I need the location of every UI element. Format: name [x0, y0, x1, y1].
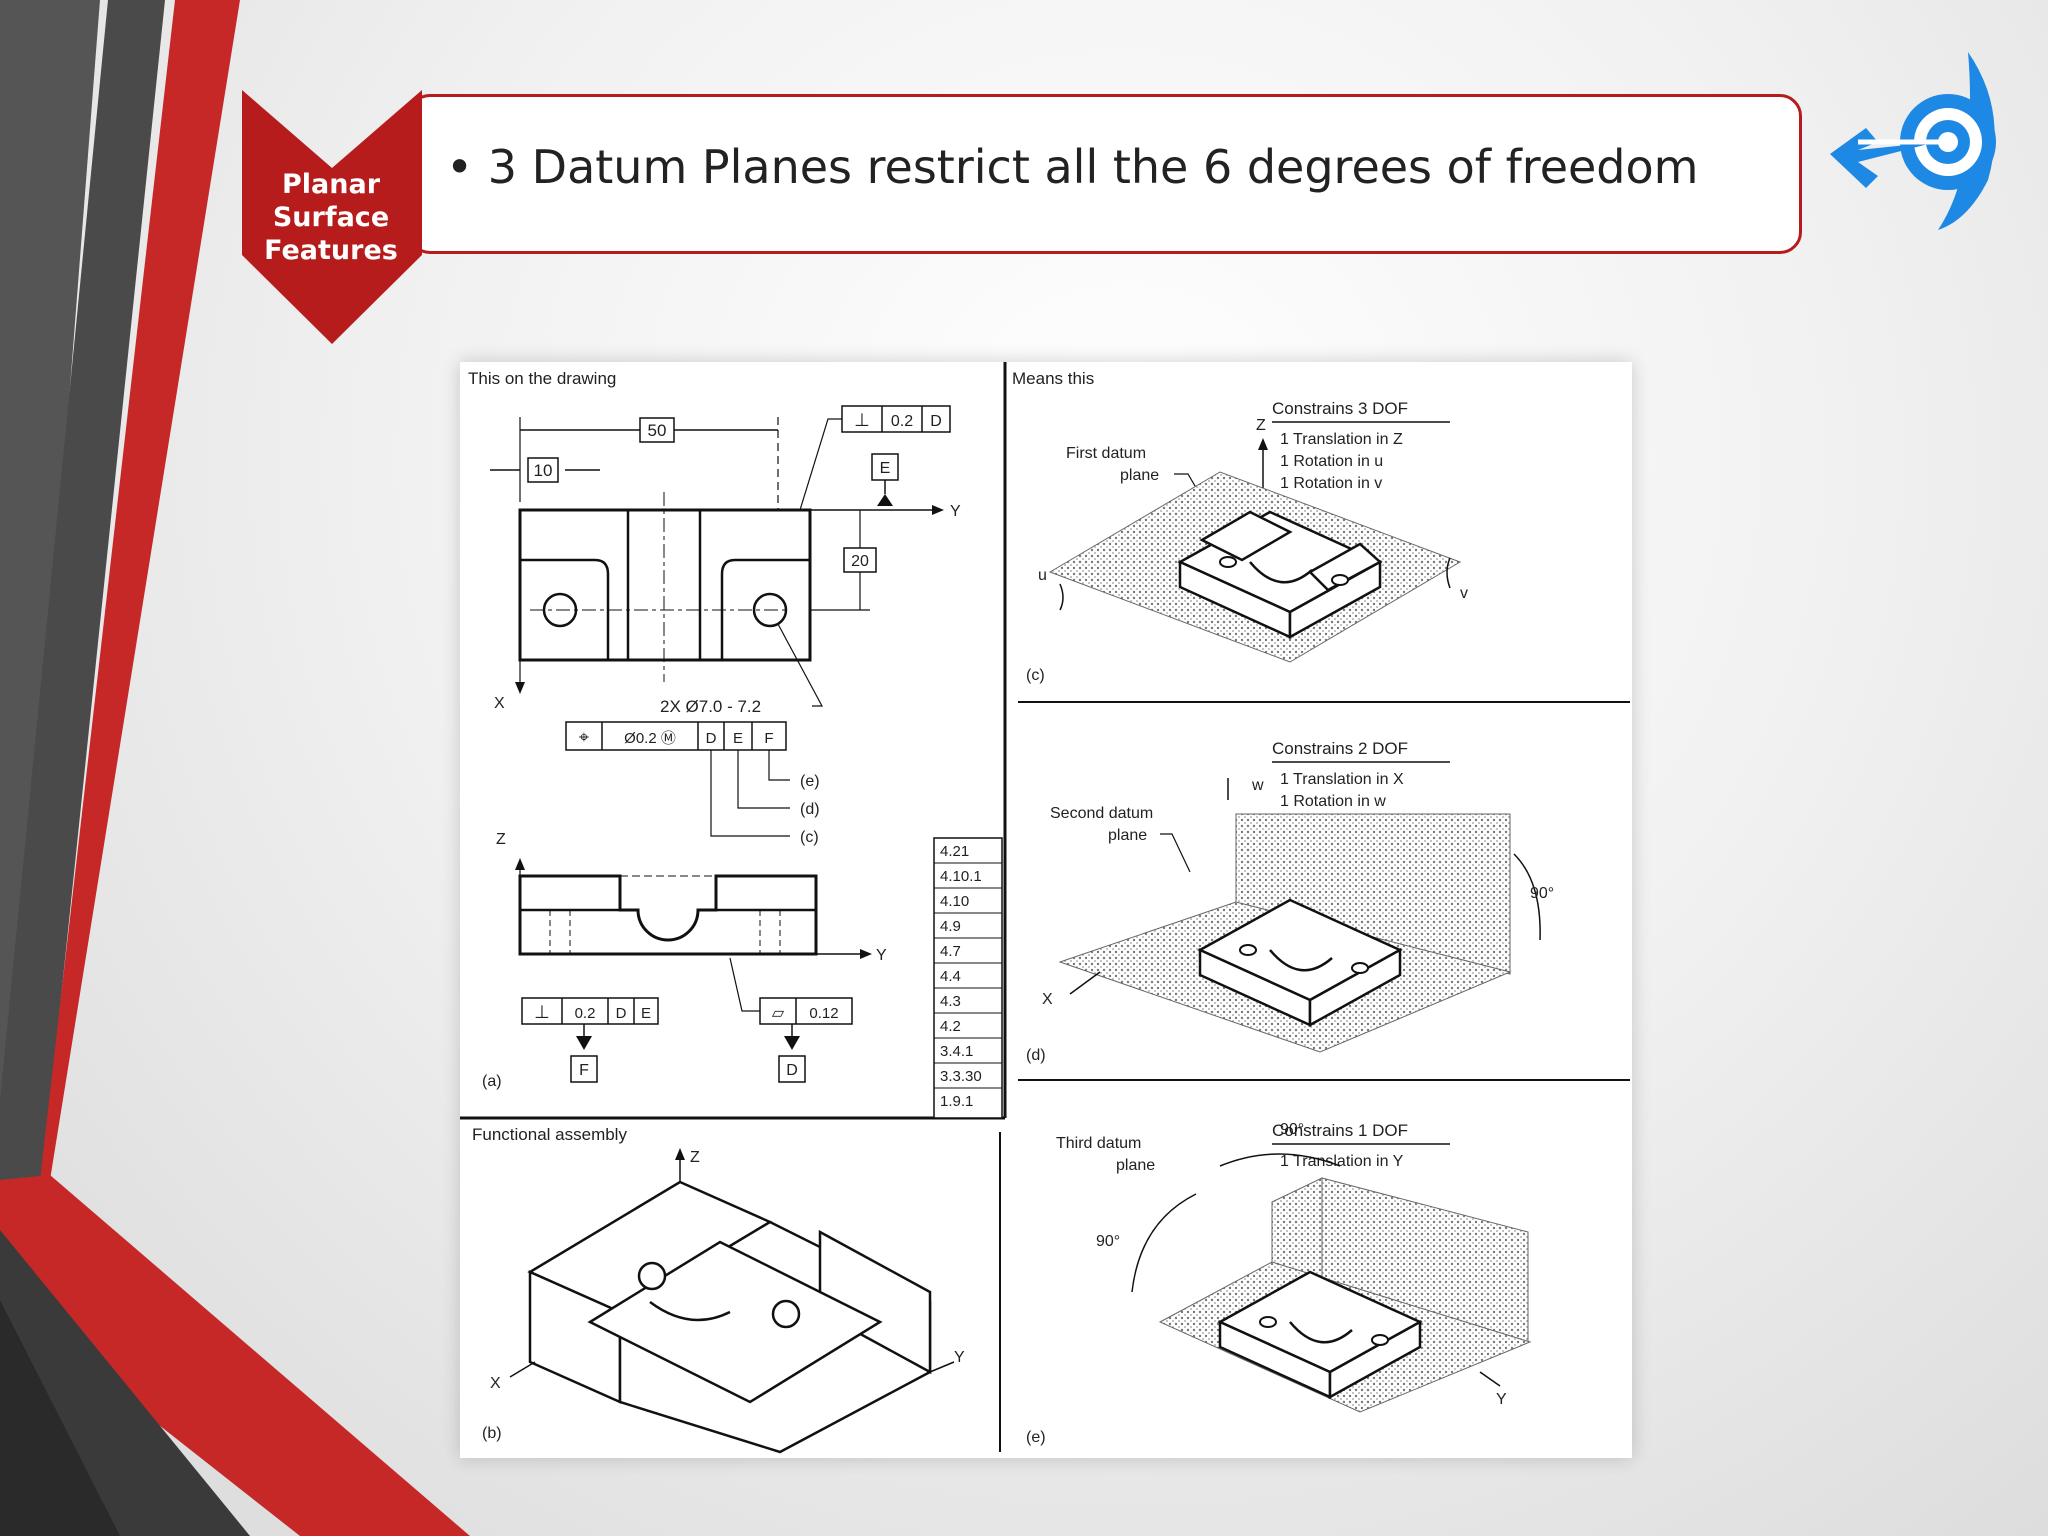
svg-text:4.21: 4.21 — [940, 843, 969, 860]
svg-text:0.12: 0.12 — [809, 1005, 838, 1022]
svg-text:Constrains 1 DOF: Constrains 1 DOF — [1272, 1121, 1408, 1140]
svg-text:3.4.1: 3.4.1 — [940, 1043, 973, 1060]
svg-text:E: E — [641, 1005, 651, 1022]
panel-a-header: This on the drawing — [468, 369, 616, 388]
panel-c-label: (c) — [1026, 667, 1045, 684]
svg-text:Y: Y — [876, 947, 887, 964]
section-reference-table: 4.21 4.10.1 4.10 4.9 4.7 4.4 4.3 4.2 3.4… — [933, 837, 1003, 1119]
svg-text:4.10: 4.10 — [940, 893, 969, 910]
panel-b-label: (b) — [482, 1425, 502, 1442]
svg-text:⌖: ⌖ — [579, 727, 589, 747]
bullet-text: • 3 Datum Planes restrict all the 6 degr… — [446, 140, 1699, 194]
svg-text:1 Translation in Z: 1 Translation in Z — [1280, 431, 1403, 448]
panel-c-header: Means this — [1012, 369, 1094, 388]
panel-a: This on the drawing 50 10 ⊥ 0.2 D E Y 20 — [468, 369, 1003, 1119]
svg-text:4.10.1: 4.10.1 — [940, 868, 982, 885]
svg-text:1.9.1: 1.9.1 — [940, 1093, 973, 1110]
svg-text:⏥: ⏥ — [772, 1005, 785, 1022]
svg-text:Ø0.2 Ⓜ: Ø0.2 Ⓜ — [624, 730, 676, 747]
svg-text:(d): (d) — [800, 801, 820, 818]
section-tag — [242, 90, 422, 344]
svg-text:90°: 90° — [1096, 1233, 1120, 1250]
svg-text:D: D — [616, 1005, 627, 1022]
svg-text:v: v — [1460, 585, 1468, 602]
svg-text:F: F — [764, 730, 773, 747]
svg-text:plane: plane — [1120, 467, 1159, 484]
svg-text:X: X — [1042, 991, 1053, 1008]
svg-text:(e): (e) — [800, 773, 820, 790]
svg-text:(c): (c) — [800, 829, 819, 846]
svg-text:0.2: 0.2 — [891, 413, 913, 430]
svg-text:Y: Y — [950, 503, 961, 520]
svg-text:X: X — [494, 695, 505, 712]
datum-diagram: This on the drawing 50 10 ⊥ 0.2 D E Y 20 — [460, 362, 1630, 1454]
dim-10: 10 — [534, 461, 553, 480]
svg-text:4.3: 4.3 — [940, 993, 961, 1010]
svg-text:Y: Y — [954, 1349, 965, 1366]
svg-text:⊥: ⊥ — [854, 410, 870, 430]
svg-text:90°: 90° — [1530, 885, 1554, 902]
svg-text:Third datum: Third datum — [1056, 1135, 1141, 1152]
svg-text:D: D — [786, 1062, 798, 1079]
section-tag-label: Planar Surface Features — [264, 169, 398, 266]
panel-d: Constrains 2 DOF 1 Translation in X 1 Ro… — [1026, 739, 1554, 1064]
svg-text:E: E — [733, 730, 743, 747]
dim-50: 50 — [648, 421, 667, 440]
panel-d-label: (d) — [1026, 1047, 1046, 1064]
panel-c: Means this Constrains 3 DOF 1 Translatio… — [1012, 369, 1468, 684]
svg-text:4.9: 4.9 — [940, 918, 961, 935]
svg-text:1 Rotation in v: 1 Rotation in v — [1280, 475, 1382, 492]
svg-text:Constrains 2 DOF: Constrains 2 DOF — [1272, 739, 1408, 758]
datum-figure: This on the drawing 50 10 ⊥ 0.2 D E Y 20 — [460, 362, 1632, 1458]
svg-text:Z: Z — [1256, 417, 1266, 434]
svg-text:Z: Z — [496, 831, 506, 848]
svg-text:D: D — [706, 730, 717, 747]
svg-text:X: X — [490, 1375, 501, 1392]
svg-text:Constrains 3 DOF: Constrains 3 DOF — [1272, 399, 1408, 418]
panel-e: Constrains 1 DOF 1 Translation in Y Thir… — [1026, 1121, 1532, 1446]
svg-text:w: w — [1251, 777, 1264, 794]
dim-20: 20 — [851, 553, 869, 570]
panel-b-header: Functional assembly — [472, 1125, 627, 1144]
svg-text:First datum: First datum — [1066, 445, 1146, 462]
svg-text:plane: plane — [1116, 1157, 1155, 1174]
svg-text:4.7: 4.7 — [940, 943, 961, 960]
svg-text:90°: 90° — [1280, 1121, 1304, 1138]
svg-text:Second datum: Second datum — [1050, 805, 1153, 822]
svg-text:E: E — [880, 460, 891, 477]
target-arrow-icon — [1830, 52, 1996, 230]
panel-e-label: (e) — [1026, 1429, 1046, 1446]
svg-text:u: u — [1038, 567, 1047, 584]
svg-text:D: D — [930, 413, 942, 430]
panel-a-label: (a) — [482, 1073, 502, 1090]
svg-text:1 Rotation in u: 1 Rotation in u — [1280, 453, 1383, 470]
svg-text:3.3.30: 3.3.30 — [940, 1068, 982, 1085]
svg-text:⊥: ⊥ — [534, 1002, 550, 1022]
panel-b: Functional assembly Z X Y (b) — [472, 1125, 965, 1454]
svg-text:Z: Z — [690, 1149, 700, 1166]
svg-text:plane: plane — [1108, 827, 1147, 844]
svg-text:1 Rotation in w: 1 Rotation in w — [1280, 793, 1386, 810]
svg-text:1 Translation in X: 1 Translation in X — [1280, 771, 1404, 788]
svg-text:4.4: 4.4 — [940, 968, 961, 985]
hole-note: 2X Ø7.0 - 7.2 — [660, 697, 761, 716]
svg-text:F: F — [579, 1062, 589, 1079]
svg-text:4.2: 4.2 — [940, 1018, 961, 1035]
svg-text:Y: Y — [1496, 1391, 1507, 1408]
svg-text:0.2: 0.2 — [575, 1005, 596, 1022]
